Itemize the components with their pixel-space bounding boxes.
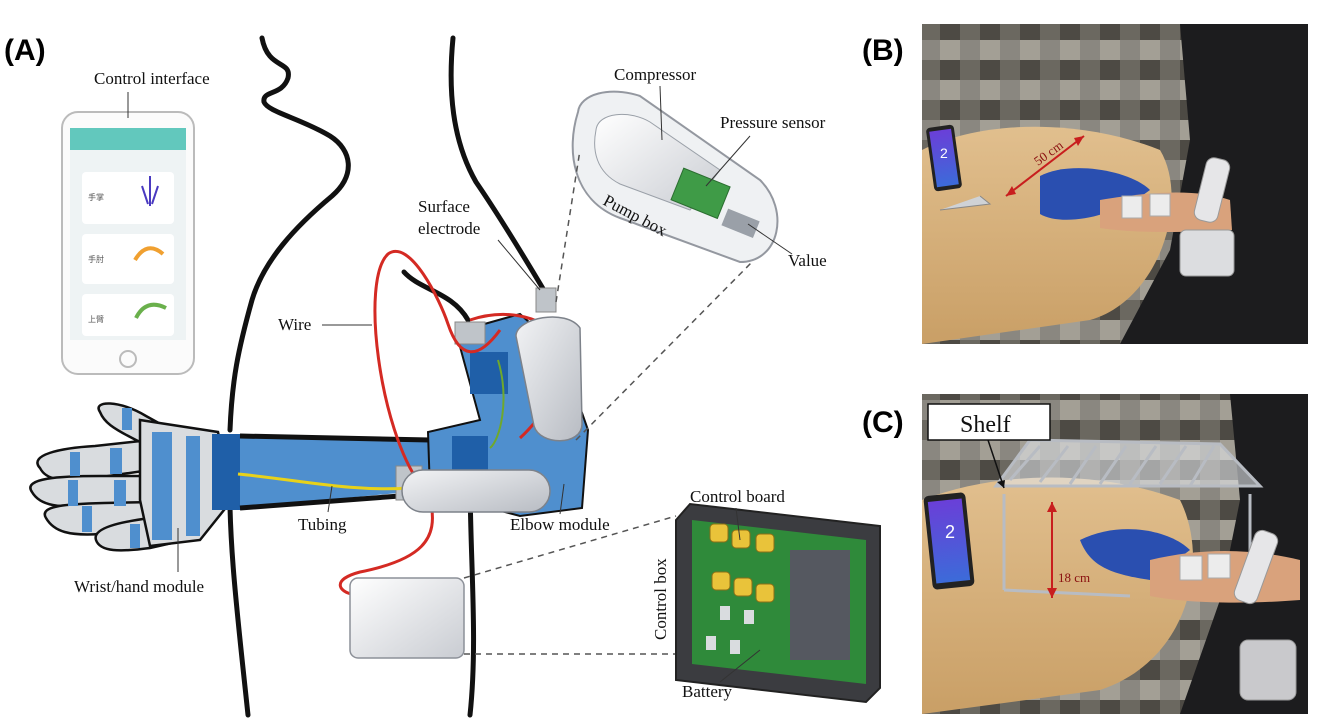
label-height-c: 18 cm [1058, 570, 1090, 585]
phone-b-number: 2 [940, 145, 948, 161]
label-control-box: Control box [651, 558, 670, 640]
elbow-icon [133, 246, 165, 262]
leader-pressure-sensor [705, 135, 751, 187]
photo-b: 2 50 cm [922, 24, 1308, 344]
panel-letter-c: (C) [862, 406, 904, 439]
label-wire: Wire [278, 315, 311, 334]
dashed-pump-bottom [575, 261, 753, 441]
leader-elbow-module [559, 483, 565, 515]
label-tubing: Tubing [298, 515, 347, 534]
leader-compressor [659, 85, 663, 141]
leader-tubing [327, 485, 333, 513]
panel-letter-a: (A) [4, 34, 46, 67]
label-surface-electrode-1: Surface [418, 197, 470, 216]
control-box-small [349, 577, 465, 659]
pump-module-upper [515, 316, 583, 442]
shelf-label-box [927, 403, 1051, 441]
label-control-interface: Control interface [94, 69, 210, 88]
phone-c-screen [927, 498, 971, 584]
photo-c: 2 18 cm [922, 394, 1308, 714]
leader-battery [719, 649, 761, 683]
panel-a: (A) 手掌 手肘 上臂 Control interface [4, 34, 881, 718]
valve-icon [721, 208, 760, 239]
panel-letter-b: (B) [862, 34, 904, 67]
leader-surface-electrode [497, 239, 541, 291]
leader-control-board [735, 507, 741, 541]
label-pressure-sensor: Pressure sensor [720, 113, 826, 132]
dashed-pump-top [555, 149, 581, 303]
label-compressor: Compressor [614, 65, 697, 84]
arm-icon [134, 302, 167, 319]
label-wrist-hand-module: Wrist/hand module [74, 577, 204, 596]
phone-item-3: 上臂 [88, 314, 104, 324]
phone-item-1: 手掌 [88, 192, 104, 202]
label-shelf: Shelf [960, 412, 1011, 438]
leader-shelf [987, 439, 1005, 489]
panel-c: (C) 2 18 cm [862, 394, 1308, 714]
sensor-wire [489, 359, 505, 449]
panel-b: (B) 2 50 cm [862, 24, 1308, 344]
label-value: Value [788, 251, 827, 270]
pump-box-detail [571, 90, 779, 264]
hand-icon [141, 176, 159, 206]
leader-value [747, 223, 793, 255]
pump-module-lower [401, 469, 551, 513]
phone-control-interface: 手掌 手肘 上臂 [61, 111, 195, 375]
control-box-detail [675, 502, 881, 704]
phone-b-screen [929, 128, 959, 188]
dashed-box-top [463, 515, 677, 579]
phone-c-number: 2 [945, 522, 955, 542]
phone-item-2: 手肘 [88, 254, 104, 264]
pressure-sensor-icon [670, 167, 731, 220]
label-surface-electrode-2: electrode [418, 219, 480, 238]
label-elbow-module: Elbow module [510, 515, 610, 534]
tubing [237, 472, 411, 491]
wrist-hand-module [29, 402, 242, 552]
home-button-icon [119, 350, 137, 368]
shelf-frame [993, 438, 1264, 600]
label-battery: Battery [682, 682, 733, 701]
distance-arrow-b [1005, 135, 1085, 197]
label-control-board: Control board [690, 487, 785, 506]
